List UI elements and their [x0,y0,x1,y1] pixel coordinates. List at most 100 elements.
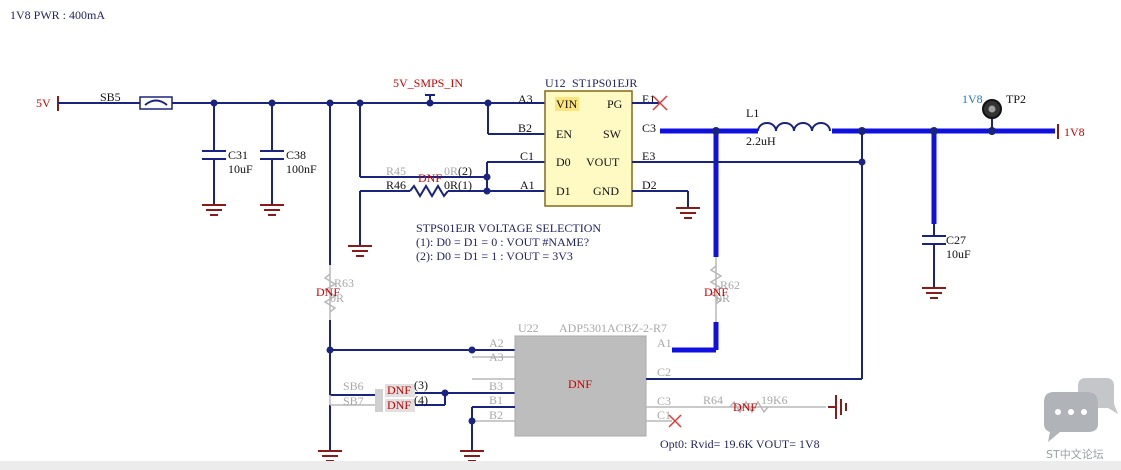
sb6-dnf: DNF [387,383,411,397]
ground-d1-icon [348,245,372,257]
inductor-l1-icon [757,122,831,132]
u22-pin-c2: C2 [657,365,671,379]
u12-pin-name-d1: D1 [556,184,571,198]
u12-pin-num-b2: B2 [518,121,532,135]
resistor-r64-icon [700,400,826,414]
u12-pin-name-en: EN [556,127,572,141]
r45-val: 0R [444,164,458,178]
r45-ref: R45 [386,164,406,178]
u12-pin-name-d0: D0 [556,155,571,169]
u12-pin-num-d2: D2 [642,178,657,192]
ground-r63-icon [318,450,342,462]
r62-val: 0R [716,291,730,305]
u12-pin-name-gnd: GND [593,184,619,198]
u22-pin-c3: C3 [657,394,671,408]
r46-ref: R46 [386,178,406,192]
c27-val: 10uF [946,247,971,261]
sb7-option: (4) [414,393,428,407]
u22-pin-a2: A2 [489,336,504,350]
u22-c1-no-connect-icon [668,414,682,428]
sb6-sb7-bridges [375,384,515,412]
watermark-text: ST中文论坛 [1046,447,1104,461]
r46-option: (1) [458,178,472,192]
footer-strip [0,461,1121,470]
l1-val: 2.2uH [746,134,776,148]
voltage-select-wiring [359,103,545,245]
r64-dnf: DNF [733,400,757,414]
capacitor-c27-icon [922,235,946,287]
u22-pin-a3: A3 [489,350,504,364]
r62-ref: R62 [720,278,740,292]
pg-no-connect-icon [632,95,668,111]
u22-pin-b1: B1 [489,393,503,407]
r64-ref: R64 [703,393,723,407]
u12-pin-num-a1: A1 [520,178,535,192]
ground-u12-icon [676,207,700,219]
u12-ref: U12 [545,76,566,90]
ground-r64-icon [828,395,847,419]
tp2-ref: TP2 [1006,92,1026,106]
ground-c31-icon [202,204,226,216]
u22-ic [514,335,647,437]
sb5-fuse-icon [139,96,173,110]
capacitor-c38-icon [260,103,284,204]
capacitor-c31-icon [202,103,226,204]
r63-dnf: DNF [316,285,340,299]
sb7-ref: SB7 [343,394,364,408]
u12-part: ST1PS01EJR [572,76,637,90]
c27-ref: C27 [946,233,966,247]
ground-c38-icon [260,204,284,216]
u22-body-dnf: DNF [568,377,592,391]
r63-val: 0R [330,291,344,305]
sb6-ref: SB6 [343,379,364,393]
u22-pin-wiring [468,378,862,450]
net-label-1v8: 1V8 [1064,125,1085,139]
l1-ref: L1 [746,106,759,120]
u12-pin-num-c3: C3 [642,121,656,135]
sb5-ref: SB5 [100,90,121,104]
u22-pin-a1: A1 [657,336,672,350]
r64-val: 19K6 [761,393,788,407]
u22-pin-b3: B3 [489,379,503,393]
resistor-r46-icon [409,184,449,198]
u12-pin-num-a3: A3 [518,92,533,106]
ground-u22-icon [460,450,484,462]
opt0-note: Opt0: Rvid= 19.6K VOUT= 1V8 [660,437,820,451]
selection-note-box [410,220,630,266]
net-label-5v: 5V [36,96,51,110]
u12-pin-num-e3: E3 [642,149,655,163]
u12-pin-name-vin: VIN [556,97,578,111]
resistor-r62-icon [672,257,723,353]
r45-option: (2) [458,164,472,178]
r46-val: 0R [444,178,458,192]
c31-val: 10uF [228,162,253,176]
u22-pin-c1: C1 [657,408,671,422]
net-label-5v-smps-in: 5V_SMPS_IN [393,76,463,90]
selection-note-title: STPS01EJR VOLTAGE SELECTION [416,221,601,235]
selection-note-2: (2): D0 = D1 = 1 : VOUT = 3V3 [416,249,573,263]
ground-c27-icon [922,287,946,299]
selection-note-1: (1): D0 = D1 = 0 : VOUT #NAME? [416,235,589,249]
c31-ref: C31 [228,148,248,162]
u22-pin-b2: B2 [489,408,503,422]
u22-part: ADP5301ACBZ-2-R7 [559,321,667,335]
c38-ref: C38 [286,148,306,162]
input-rail [57,94,545,135]
r63-wiring [323,103,515,450]
r63-ref: R63 [334,276,354,290]
u12-ic [544,90,633,207]
u12-pin-name-sw: SW [603,127,622,141]
u12-pin-name-vout: VOUT [586,155,620,169]
sheet-title: 1V8 PWR : 400mA [10,8,105,22]
chat-bubble-icon [1044,378,1118,442]
c38-val: 100nF [286,162,317,176]
u12-pin-name-pg: PG [607,97,623,111]
sb6-option: (3) [414,378,428,392]
r45-dnf: DNF [418,171,442,185]
r62-dnf: DNF [704,285,728,299]
test-point-tp2-icon [982,99,1002,119]
tp2-net-label: 1V8 [962,92,983,106]
sb7-dnf: DNF [387,398,411,412]
